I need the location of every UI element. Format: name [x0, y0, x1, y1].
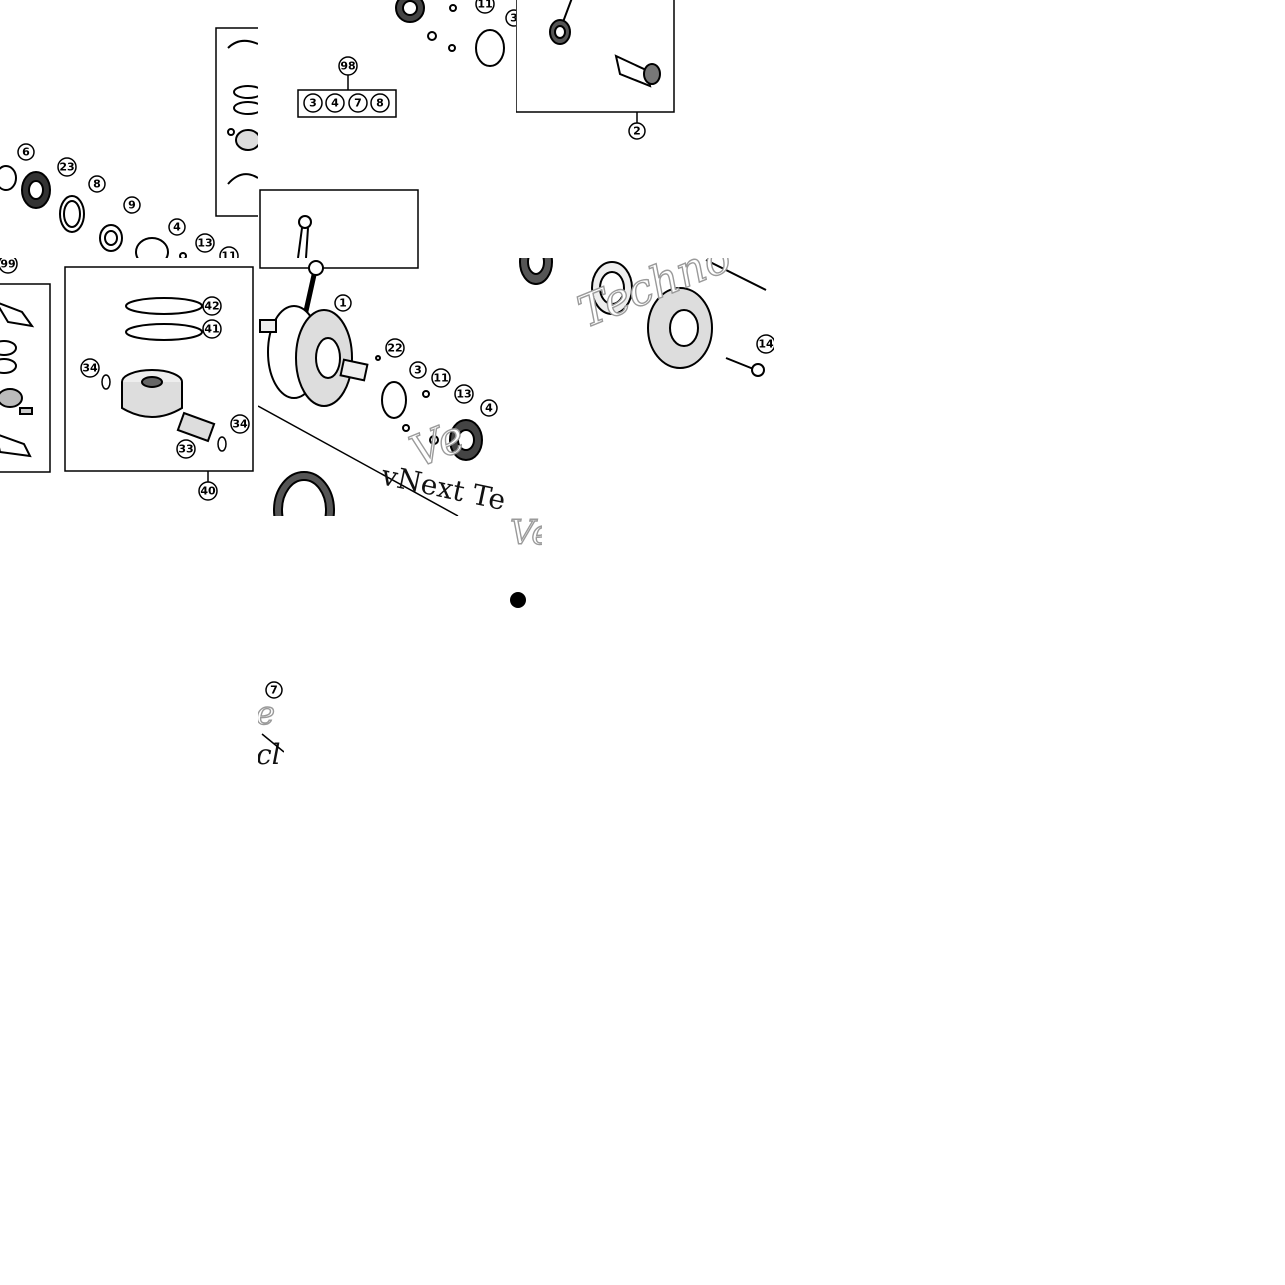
svg-text:11: 11	[221, 250, 236, 259]
callout-11[interactable]: 11	[219, 246, 239, 259]
bearing-parts	[375, 355, 483, 461]
svg-text:7: 7	[270, 684, 278, 697]
callout-42[interactable]: 42	[202, 296, 222, 316]
diagram-tile-bottom-center-fragment: Ve	[508, 512, 542, 612]
svg-text:13: 13	[456, 388, 471, 401]
diagram-tile-middle-right: Techno 14	[516, 258, 774, 516]
crankshaft-frame	[259, 189, 419, 258]
crankshaft-frame	[259, 258, 419, 269]
diagram-tile-top-right: 2	[516, 0, 774, 258]
diagram-tile-top-left: 6 23 8 9 4 13 11	[0, 0, 258, 258]
callout-7[interactable]: 7	[265, 681, 283, 699]
callout-41[interactable]: 41	[202, 319, 222, 339]
callout-3[interactable]: 3	[505, 9, 516, 27]
svg-text:3: 3	[414, 364, 422, 377]
svg-text:40: 40	[200, 485, 216, 498]
callout-1[interactable]: 1	[334, 294, 352, 312]
diagram-tile-middle-left: 99 42	[0, 258, 258, 516]
svg-text:7: 7	[354, 97, 362, 110]
gasket-parts	[0, 302, 35, 458]
exploded-view-fragment: 2	[516, 0, 675, 140]
svg-text:4: 4	[331, 97, 339, 110]
piston-kit-frame	[64, 266, 254, 472]
svg-text:99: 99	[0, 258, 15, 271]
timing-gear	[273, 471, 335, 516]
diagram-tile-middle-center: 1 22 3 11 13 4 vNext Te Ve	[258, 258, 516, 516]
svg-text:13: 13	[197, 237, 212, 250]
callout-9[interactable]: 9	[123, 196, 141, 214]
callout-8[interactable]: 8	[88, 175, 106, 193]
watermark-outline: Ve	[510, 513, 542, 553]
callout-22[interactable]: 22	[385, 338, 405, 358]
diagram-tile-top-middle: 11 3 98 3 4 7 8	[258, 0, 516, 258]
assembly-line	[258, 405, 459, 516]
svg-text:41: 41	[204, 323, 219, 336]
svg-text:4: 4	[173, 221, 181, 234]
svg-text:42: 42	[204, 300, 219, 313]
svg-text:34: 34	[82, 362, 98, 375]
callout-34[interactable]: 34	[80, 358, 100, 378]
svg-text:3: 3	[309, 97, 317, 110]
piston-pin	[176, 411, 216, 443]
callout-11[interactable]: 11	[475, 0, 495, 14]
callout-2[interactable]: 2	[628, 122, 646, 140]
svg-text:14: 14	[758, 338, 774, 351]
gasket-kit-frame	[0, 283, 51, 473]
callout-13[interactable]: 13	[195, 233, 215, 253]
callout-23[interactable]: 23	[57, 157, 77, 177]
conrod-kit-frame	[516, 0, 675, 113]
svg-text:22: 22	[387, 342, 402, 355]
piston-rings	[125, 297, 203, 341]
exploded-view-fragment: 99 42	[0, 258, 254, 501]
svg-text:1: 1	[339, 297, 347, 310]
callout-40[interactable]: 40	[198, 481, 218, 501]
svg-text:8: 8	[376, 97, 384, 110]
callout-34[interactable]: 34	[230, 414, 250, 434]
crankshaft	[259, 260, 369, 407]
conrod-parts	[549, 0, 661, 88]
circlips	[101, 374, 227, 452]
callout-13[interactable]: 13	[454, 384, 474, 404]
kit-item-8[interactable]: 8	[370, 93, 390, 113]
piston	[121, 369, 183, 418]
callout-6[interactable]: 6	[17, 143, 35, 161]
cylinder-gasket-parts	[227, 39, 258, 185]
svg-text:9: 9	[128, 199, 136, 212]
svg-text:2: 2	[633, 125, 641, 138]
svg-text:6: 6	[22, 146, 30, 159]
watermark-text: cl	[258, 738, 281, 770]
kit-item-3[interactable]: 3	[303, 93, 323, 113]
callout-3[interactable]: 3	[409, 361, 427, 379]
kit-item-7[interactable]: 7	[348, 93, 368, 113]
conrod-fragment	[297, 215, 312, 258]
watermark-outline: e	[258, 694, 275, 732]
kit-frame	[215, 27, 258, 217]
gear-shaft-parts	[0, 165, 187, 258]
callout-98[interactable]: 98	[338, 56, 358, 76]
svg-text:11: 11	[477, 0, 492, 11]
callout-14[interactable]: 14	[756, 334, 774, 354]
callout-11[interactable]: 11	[431, 368, 451, 388]
exploded-view-fragment: 1 22 3 11 13 4 vNext Te Ve	[258, 258, 509, 516]
callout-33[interactable]: 33	[176, 439, 196, 459]
svg-text:33: 33	[178, 443, 193, 456]
callout-99[interactable]: 99	[0, 258, 18, 274]
exploded-view-fragment: 6 23 8 9 4 13 11	[0, 27, 258, 259]
svg-text:98: 98	[340, 60, 355, 73]
svg-text:23: 23	[59, 161, 74, 174]
bearing-parts	[395, 0, 505, 67]
diagram-tile-bottom-left: 7 e cl	[258, 680, 284, 770]
svg-text:3: 3	[510, 12, 516, 25]
svg-text:4: 4	[485, 402, 493, 415]
clutch-parts	[519, 258, 767, 377]
svg-text:11: 11	[433, 372, 448, 385]
callout-4[interactable]: 4	[168, 218, 186, 236]
exploded-view-fragment: Techno 14	[519, 258, 774, 377]
exploded-view-fragment: 11 3 98 3 4 7 8	[259, 0, 516, 258]
kit-item-4[interactable]: 4	[325, 93, 345, 113]
svg-text:34: 34	[232, 418, 248, 431]
svg-text:8: 8	[93, 178, 101, 191]
callout-4[interactable]: 4	[480, 399, 498, 417]
